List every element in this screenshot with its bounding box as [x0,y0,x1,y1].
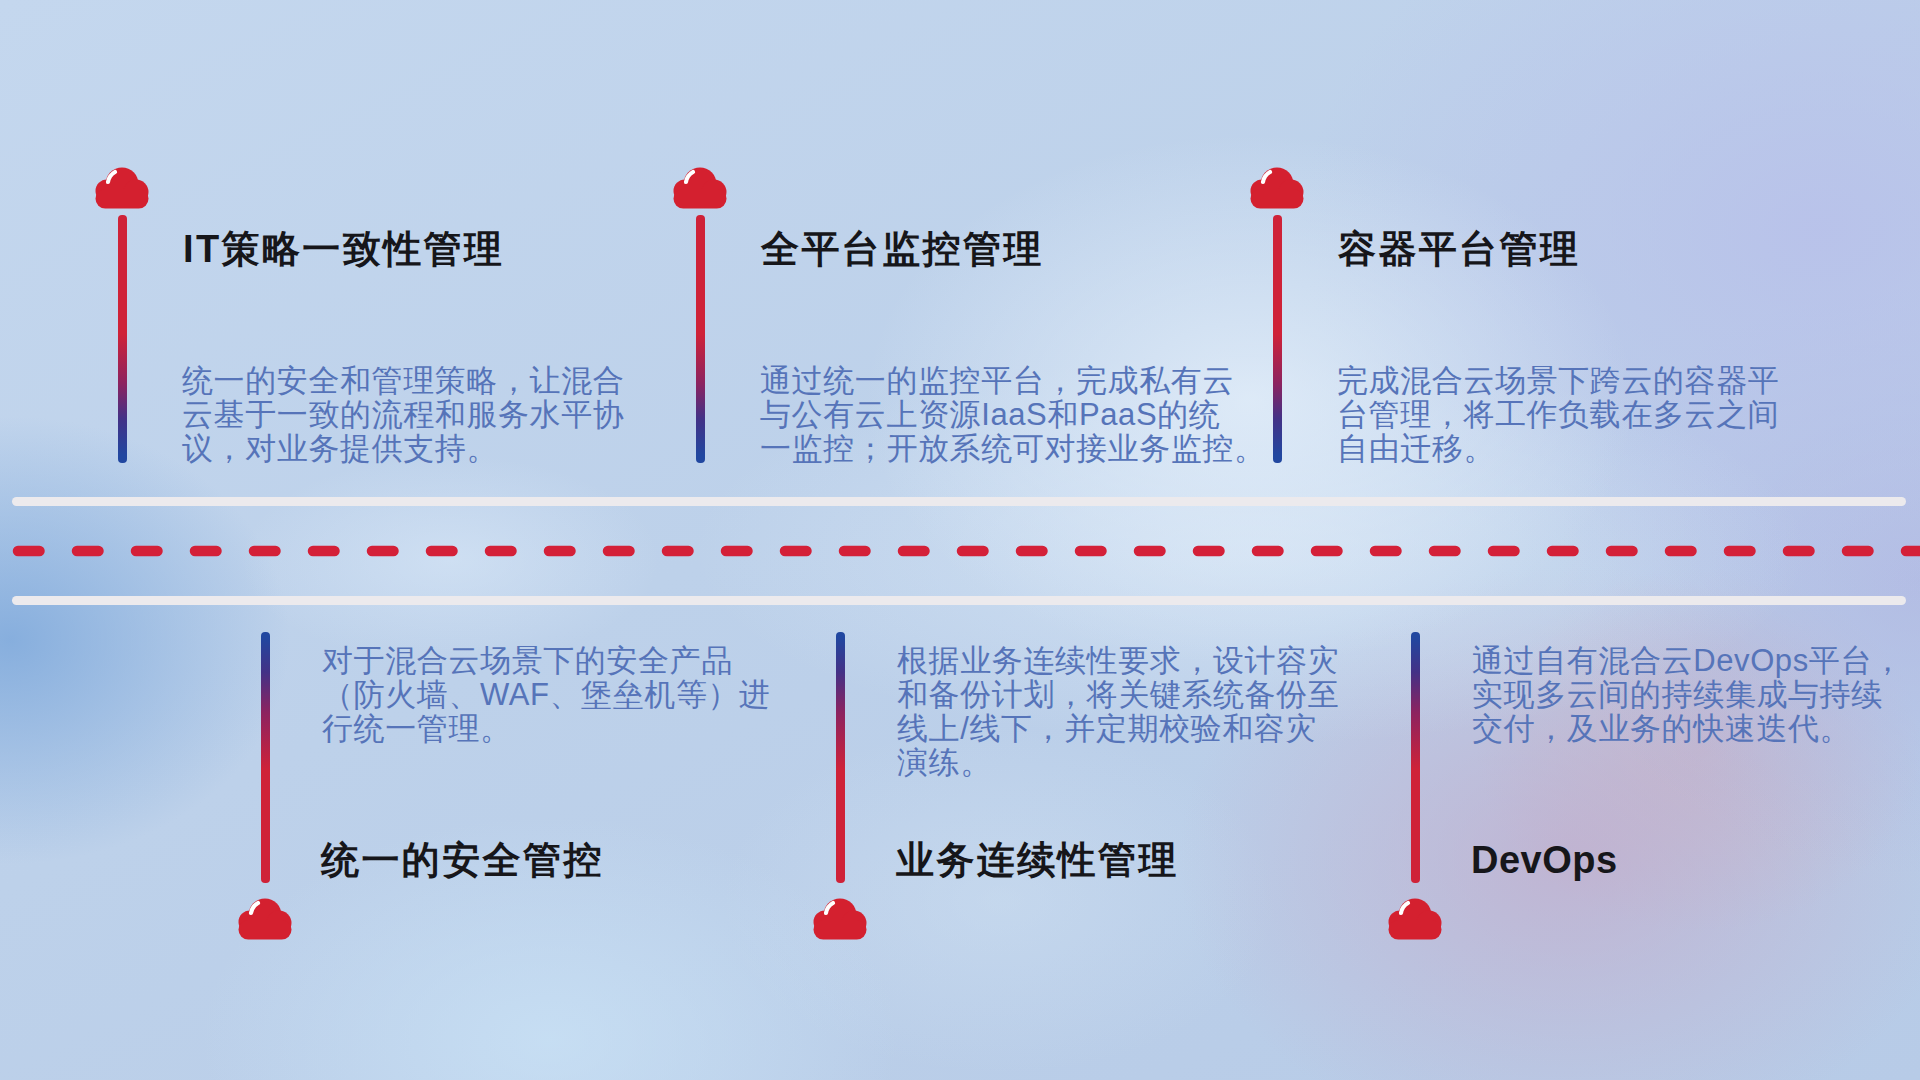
capability-title: 统一的安全管控 [321,836,604,884]
capability-description: 对于混合云场景下的安全产品 （防火墙、WAF、堡垒机等）进 行统一管理。 [322,644,771,746]
capability-title: 全平台监控管理 [761,225,1044,273]
timeline-stick [836,632,845,883]
timeline-dashed-line [0,545,1920,557]
cloud-icon [237,896,293,940]
capability-description: 统一的安全和管理策略，让混合 云基于一致的流程和服务水平协 议，对业务提供支持。 [182,364,624,466]
timeline-stick [261,632,270,883]
cloud-icon [1387,896,1443,940]
capability-title: 业务连续性管理 [896,836,1179,884]
timeline-stick [1411,632,1420,883]
timeline-upper-line [12,497,1906,506]
timeline-lower-line [12,596,1906,605]
cloud-icon [1249,165,1305,209]
capability-description: 通过统一的监控平台，完成私有云 与公有云上资源IaaS和PaaS的统 一监控；开… [760,364,1266,466]
capability-title: 容器平台管理 [1338,225,1580,273]
cloud-icon [672,165,728,209]
timeline-stick [118,215,127,463]
timeline-stick [696,215,705,463]
capability-title: IT策略一致性管理 [183,225,504,273]
capability-title: DevOps [1471,836,1618,884]
cloud-icon [812,896,868,940]
cloud-icon [94,165,150,209]
timeline-stick [1273,215,1282,463]
capability-description: 通过自有混合云DevOps平台， 实现多云间的持续集成与持续 交付，及业务的快速… [1472,644,1904,746]
capability-description: 完成混合云场景下跨云的容器平 台管理，将工作负载在多云之间 自由迁移。 [1337,364,1779,466]
capability-description: 根据业务连续性要求，设计容灾 和备份计划，将关键系统备份至 线上/线下，并定期校… [897,644,1339,780]
